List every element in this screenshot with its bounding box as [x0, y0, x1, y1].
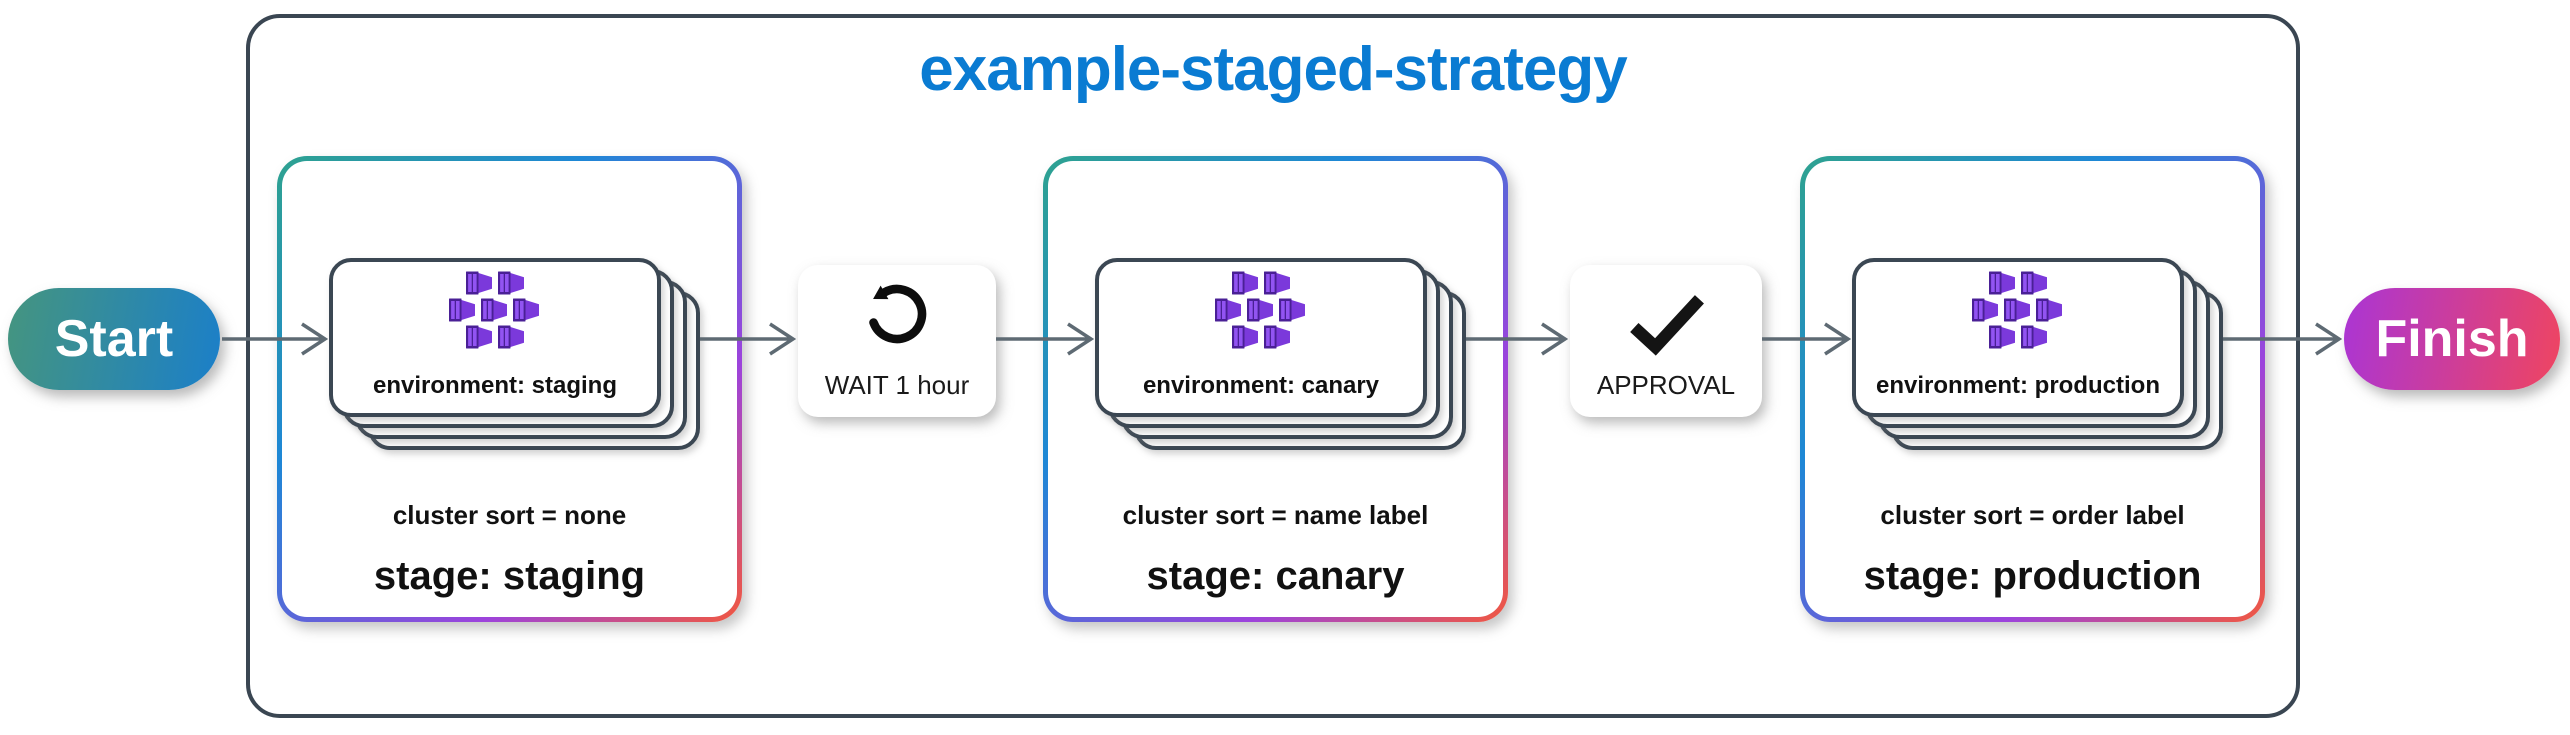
flow-arrow — [996, 322, 1094, 356]
cluster-card: environment: staging — [329, 258, 661, 417]
flow-arrow — [1466, 322, 1568, 356]
approval-step: APPROVAL — [1570, 265, 1762, 417]
stage-production: environment: production cluster sort = o… — [1800, 156, 2265, 622]
stage-production-body: environment: production cluster sort = o… — [1805, 161, 2260, 617]
stage-name-label: stage: production — [1863, 554, 2202, 598]
cluster-card-stack: environment: staging — [329, 258, 701, 451]
stage-canary: environment: canary cluster sort = name … — [1043, 156, 1508, 622]
flow-arrow — [222, 322, 328, 356]
start-node: Start — [8, 288, 220, 390]
cluster-icon — [1971, 271, 2065, 349]
flow-arrow — [2223, 322, 2342, 356]
stage-name-label: stage: canary — [1146, 554, 1405, 598]
stage-name-label: stage: staging — [373, 554, 646, 598]
environment-label: environment: staging — [372, 372, 618, 399]
flow-arrow — [1762, 322, 1851, 356]
finish-label: Finish — [2375, 310, 2529, 368]
wait-label: WAIT 1 hour — [824, 370, 970, 400]
cluster-card: environment: production — [1852, 258, 2184, 417]
stage-canary-body: environment: canary cluster sort = name … — [1048, 161, 1503, 617]
stage-staging-body: environment: staging cluster sort = none… — [282, 161, 737, 617]
cluster-sort-label: cluster sort = none — [392, 500, 627, 530]
cluster-icon — [1214, 271, 1308, 349]
cluster-sort-label: cluster sort = name label — [1122, 500, 1429, 530]
rotate-ccw-icon — [869, 284, 927, 344]
checkmark-icon — [1630, 295, 1704, 356]
environment-label: environment: canary — [1142, 372, 1380, 399]
cluster-card-stack: environment: production — [1852, 258, 2224, 451]
cluster-card-stack: environment: canary — [1095, 258, 1467, 451]
start-label: Start — [54, 310, 174, 368]
cluster-icon — [448, 271, 542, 349]
flow-arrow — [700, 322, 796, 356]
wait-step: WAIT 1 hour — [798, 265, 996, 417]
stage-staging: environment: staging cluster sort = none… — [277, 156, 742, 622]
approval-label: APPROVAL — [1596, 370, 1736, 400]
finish-node: Finish — [2344, 288, 2560, 390]
strategy-container — [246, 14, 2300, 718]
cluster-card: environment: canary — [1095, 258, 1427, 417]
cluster-sort-label: cluster sort = order label — [1880, 500, 2185, 530]
strategy-title: example-staged-strategy — [919, 35, 1628, 104]
environment-label: environment: production — [1876, 372, 2160, 399]
